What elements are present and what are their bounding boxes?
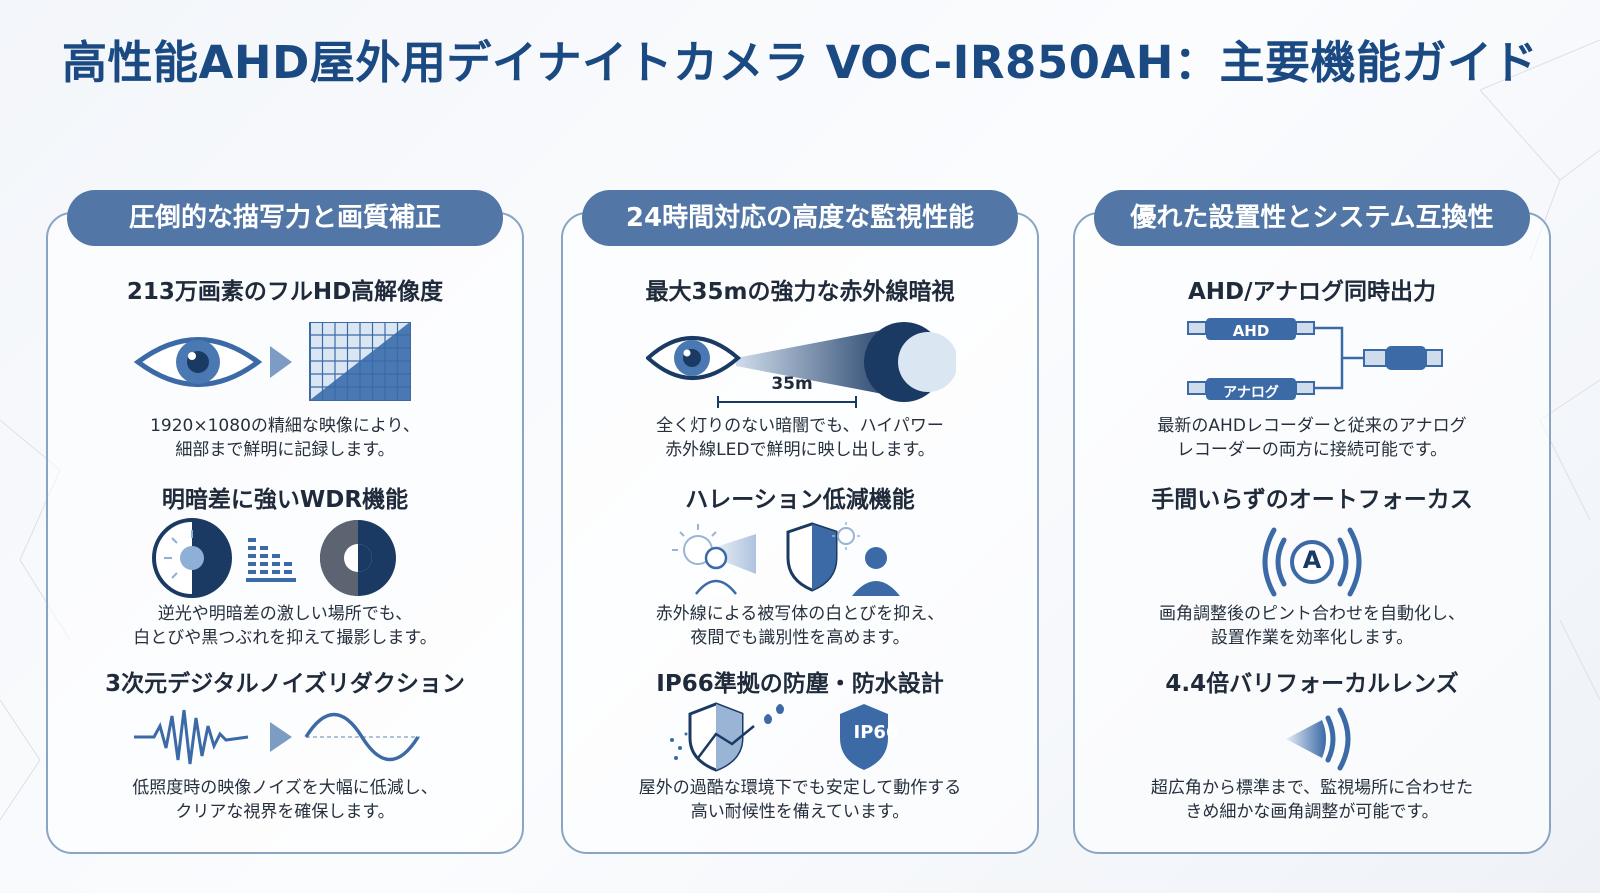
autofocus-letter: A — [1302, 546, 1322, 574]
autofocus-icon — [1262, 527, 1362, 597]
halation-shield-icon — [672, 522, 900, 596]
feature-desc-line-1: 1920×1080の精細な映像により、 — [150, 416, 420, 436]
feature-varifocal-desc: 超広角から標準まで、監視場所に合わせた きめ細かな画角調整が可能です。 — [1073, 776, 1551, 824]
feature-desc-line-1: 低照度時の映像ノイズを大幅に低減し、 — [132, 778, 438, 798]
feature-desc-line-1: 屋外の過酷な環境下でも安定して動作する — [638, 778, 962, 798]
feature-noise-desc: 低照度時の映像ノイズを大幅に低減し、 クリアな視界を確保します。 — [46, 776, 524, 824]
feature-desc-line-1: 画角調整後のピント合わせを自動化し、 — [1159, 604, 1465, 624]
feature-wdr: 明暗差に強いWDR機能 — [46, 480, 524, 514]
feature-desc-line-1: 全く灯りのない暗闇でも、ハイパワー — [656, 416, 944, 436]
feature-title: 4.4倍バリフォーカルレンズ — [1165, 671, 1459, 697]
feature-desc-line-2: 白とびや黒つぶれを抑えて撮影します。 — [133, 628, 437, 648]
feature-autofocus-desc: 画角調整後のピント合わせを自動化し、 設置作業を効率化します。 — [1073, 602, 1551, 650]
wdr-contrast-icon — [152, 518, 396, 598]
feature-dual-output: AHD/アナログ同時出力 — [1073, 272, 1551, 306]
feature-desc-line-1: 赤外線による被写体の白とびを抑え、 — [655, 604, 945, 624]
feature-title: 最大35mの強力な赤外線暗視 — [645, 279, 955, 305]
noise-reduction-wave-icon — [134, 709, 420, 765]
feature-full-hd: 213万画素のフルHD高解像度 — [46, 272, 524, 306]
feature-autofocus: 手間いらずのオートフォーカス — [1073, 480, 1551, 514]
feature-halation-desc: 赤外線による被写体の白とびを抑え、 夜間でも識別性を高めます。 — [561, 602, 1039, 650]
varifocal-lens-icon — [1286, 707, 1351, 771]
section-heading-image-quality: 圧倒的な描写力と画質補正 — [67, 190, 503, 246]
feature-varifocal: 4.4倍バリフォーカルレンズ — [1073, 664, 1551, 698]
dual-output-cable-icon — [1187, 318, 1443, 400]
weatherproof-shield-icon — [670, 702, 888, 772]
feature-ip66-desc: 屋外の過酷な環境下でも安定して動作する 高い耐候性を備えています。 — [561, 776, 1039, 824]
feature-infrared-desc: 全く灯りのない暗闇でも、ハイパワー 赤外線LEDで鮮明に映し出します。 — [561, 414, 1039, 462]
feature-title: IP66準拠の防塵・防水設計 — [656, 671, 944, 697]
feature-desc-line-2: 赤外線LEDで鮮明に映し出します。 — [665, 440, 935, 460]
feature-desc-line-2: 高い耐候性を備えています。 — [690, 802, 910, 822]
feature-wdr-desc: 逆光や明暗差の激しい場所でも、 白とびや黒つぶれを抑えて撮影します。 — [46, 602, 524, 650]
infrared-beam-icon — [646, 322, 956, 408]
feature-desc-line-2: クリアな視界を確保します。 — [175, 802, 395, 822]
page-title: 高性能AHD屋外用デイナイトカメラ VOC-IR850AH：主要機能ガイド — [62, 36, 1538, 89]
section-heading-installation: 優れた設置性とシステム互換性 — [1094, 190, 1530, 246]
eye-pixel-grid-icon — [133, 322, 411, 401]
feature-desc-line-1: 最新のAHDレコーダーと従来のアナログ — [1157, 416, 1467, 436]
distance-label: 35m — [771, 374, 813, 394]
section-heading-monitoring: 24時間対応の高度な監視性能 — [582, 190, 1018, 246]
ahd-cable-label: AHD — [1232, 322, 1270, 340]
feature-desc-line-2: 設置作業を効率化します。 — [1210, 628, 1414, 648]
ip66-badge-label: IP66 — [853, 722, 899, 743]
feature-desc-line-2: きめ細かな画角調整が可能です。 — [1185, 802, 1439, 822]
feature-title: 3次元デジタルノイズリダクション — [105, 671, 465, 697]
feature-desc-line-2: 細部まで鮮明に記録します。 — [175, 440, 395, 460]
section-panel-image-quality — [46, 212, 524, 854]
feature-desc-line-2: レコーダーの両方に接続可能です。 — [1176, 440, 1448, 460]
feature-desc-line-1: 逆光や明暗差の激しい場所でも、 — [157, 604, 413, 624]
feature-desc-line-1: 超広角から標準まで、監視場所に合わせた — [1150, 778, 1474, 798]
feature-title: ハレーション低減機能 — [685, 487, 915, 513]
feature-title: 213万画素のフルHD高解像度 — [126, 279, 444, 305]
analog-cable-label: アナログ — [1223, 385, 1279, 401]
feature-title: 明暗差に強いWDR機能 — [161, 487, 409, 513]
feature-infrared: 最大35mの強力な赤外線暗視 — [561, 272, 1039, 306]
feature-halation: ハレーション低減機能 — [561, 480, 1039, 514]
feature-desc-line-2: 夜間でも識別性を高めます。 — [690, 628, 910, 648]
feature-full-hd-desc: 1920×1080の精細な映像により、 細部まで鮮明に記録します。 — [46, 414, 524, 462]
feature-ip66: IP66準拠の防塵・防水設計 — [561, 664, 1039, 698]
feature-title: AHD/アナログ同時出力 — [1187, 279, 1437, 305]
feature-noise-reduction: 3次元デジタルノイズリダクション — [46, 664, 524, 698]
feature-dual-output-desc: 最新のAHDレコーダーと従来のアナログ レコーダーの両方に接続可能です。 — [1073, 414, 1551, 462]
feature-title: 手間いらずのオートフォーカス — [1151, 487, 1473, 513]
